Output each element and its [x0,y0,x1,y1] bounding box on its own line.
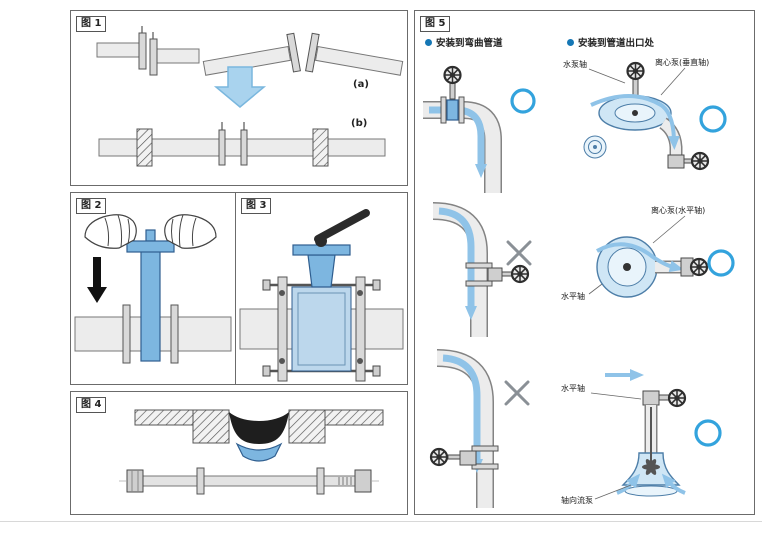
correct-mark-icon [699,105,727,133]
inflow-arrow [661,473,686,495]
figure-2-panel: 图 2 [70,192,236,385]
handwheel-icon [690,151,710,171]
lever-handle [314,209,370,247]
right-hand [164,214,217,249]
rubber-seat-liner [229,412,289,444]
figure-1-sub-b: (b) [351,118,367,129]
flow-arrow [438,207,477,320]
header-bend-installation: 安装到弯曲管道 [425,35,503,49]
handwheel-valve [440,65,465,124]
bend-case-3-wrong [417,342,545,512]
through-bolt [126,467,372,495]
insert-arrow [87,257,107,303]
handwheel-icon [667,388,687,408]
figure-2-drawing [74,214,232,364]
bend-case-2-wrong [417,197,545,342]
wrong-mark-icon [504,380,530,406]
header-bend-text: 安装到弯曲管道 [436,38,503,49]
bolted-flange-assembly [262,244,381,382]
figure-5-panel: 图 5 安装到弯曲管道 安装到管道出口处 水泵轴 [414,10,755,515]
label-centrifugal-horizontal: 离心泵(水平轴) [651,205,705,215]
header-outlet-installation: 安装到管道出口处 [567,35,654,49]
alignment-arrow [213,66,267,108]
figure-1-label: 图 1 [76,16,107,32]
outlet-case-1-centrifugal-vertical: 水泵轴 离心泵(垂直轴) [547,51,752,201]
handwheel-icon [626,61,645,81]
centrifugal-pump-vertical [583,61,672,159]
bullet-icon [567,38,574,46]
correct-mark-icon [694,419,722,447]
figure-3-panel: 图 3 [235,192,408,385]
handwheel-valve [465,262,530,287]
valve-disc-section [235,442,283,462]
handwheel-icon [689,257,709,277]
figure-1-panel: 图 1 (a) [70,10,408,186]
aligned-pipe-assembly [98,122,386,167]
label-horizontal-shaft: 水平轴 [561,291,585,301]
handwheel-valve [667,151,710,171]
figure-1-drawing: (a) (b) [96,26,404,167]
figure-4-drawing [119,409,384,495]
flow-arrow [596,242,684,273]
figure-2-label: 图 2 [76,198,107,214]
wafer-valve-being-inserted [126,229,175,362]
figure-4-label: 图 4 [76,397,107,413]
header-outlet-text: 安装到管道出口处 [578,38,655,49]
figure-3-label: 图 3 [241,198,272,214]
figure-5-label: 图 5 [420,16,451,32]
correct-mark-icon [510,88,536,114]
flow-arrow [442,354,483,473]
handwheel-icon [510,264,530,284]
outlet-case-2-centrifugal-horizontal: 离心泵(水平轴) 水平轴 [547,201,752,341]
outlet-case-3-axial-pump: 水平轴 轴向流泵 [547,341,752,513]
misaligned-pipes-angular [202,32,404,76]
inflow-arrow [616,473,641,495]
handwheel-valve [429,445,499,470]
wrong-mark-icon [506,240,532,266]
handwheel-icon [443,65,462,85]
figure-3-drawing [239,209,404,382]
figure-1-sub-a: (a) [353,79,369,90]
bullet-icon [425,38,432,46]
flow-arrow [590,94,680,150]
misaligned-pipes-parallel [96,26,200,76]
flange-cross-section [134,409,384,444]
label-pump-shaft: 水泵轴 [563,59,587,69]
handwheel-valve [642,388,687,408]
page-bottom-rule [0,521,762,522]
figure-4-panel: 图 4 [70,391,408,515]
correct-mark-icon [707,249,735,277]
handwheel-valve [680,257,709,277]
bend-case-1-correct [417,55,545,197]
label-axial-flow-pump: 轴向流泵 [561,495,593,505]
left-hand [84,214,137,249]
label-centrifugal-vertical: 离心泵(垂直轴) [655,57,709,67]
handwheel-icon [429,447,449,467]
label-horizontal-shaft-bottom: 水平轴 [561,383,585,393]
